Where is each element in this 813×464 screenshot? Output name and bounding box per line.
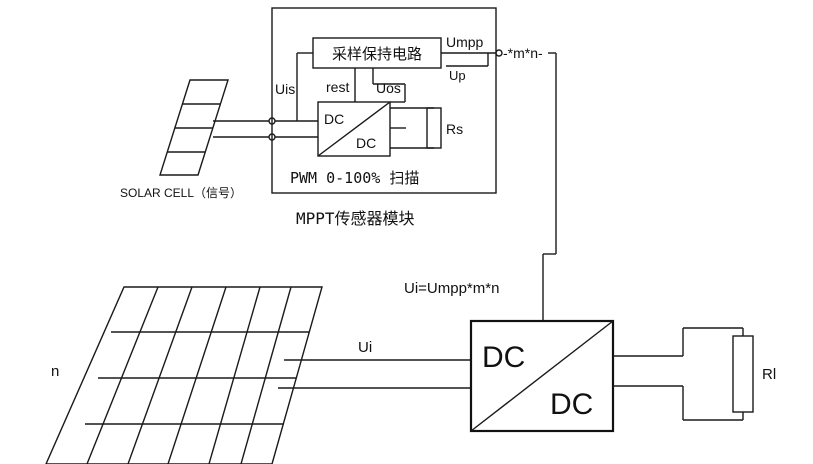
up-label: Up [449,68,466,83]
umpp-label: Umpp [446,34,484,50]
sensor-dc-in-label: DC [324,111,344,127]
rest-label: rest [326,79,349,95]
n-label: n [51,363,59,380]
solar-cell-label: SOLAR CELL（信号） [120,186,242,200]
uis-label: Uis [275,81,295,97]
solar-panel-large [45,286,323,464]
rs-resistor [426,107,442,149]
main-dc-out-label: DC [550,388,593,421]
solar-cell-small [159,79,229,176]
formula-label: Ui=Umpp*m*n [404,280,499,297]
multiplier-label: -*m*n- [503,45,543,61]
ui-label: Ui [358,339,372,356]
module-caption: MPPT传感器模块 [296,209,415,228]
sample-hold-label: 采样保持电路 [332,46,422,63]
sensor-dcdc-box [317,101,391,157]
umpp-terminal [495,49,503,57]
rs-label: Rs [446,121,463,137]
pwm-label: PWM 0-100% 扫描 [290,169,419,187]
sensor-module-frame [271,7,497,194]
rl-label: Rl [762,366,776,383]
main-dc-in-label: DC [482,341,525,374]
rl-resistor [732,335,754,413]
sensor-dc-out-label: DC [356,135,376,151]
main-dcdc-box [469,319,615,433]
uos-label: Uos [376,80,401,96]
